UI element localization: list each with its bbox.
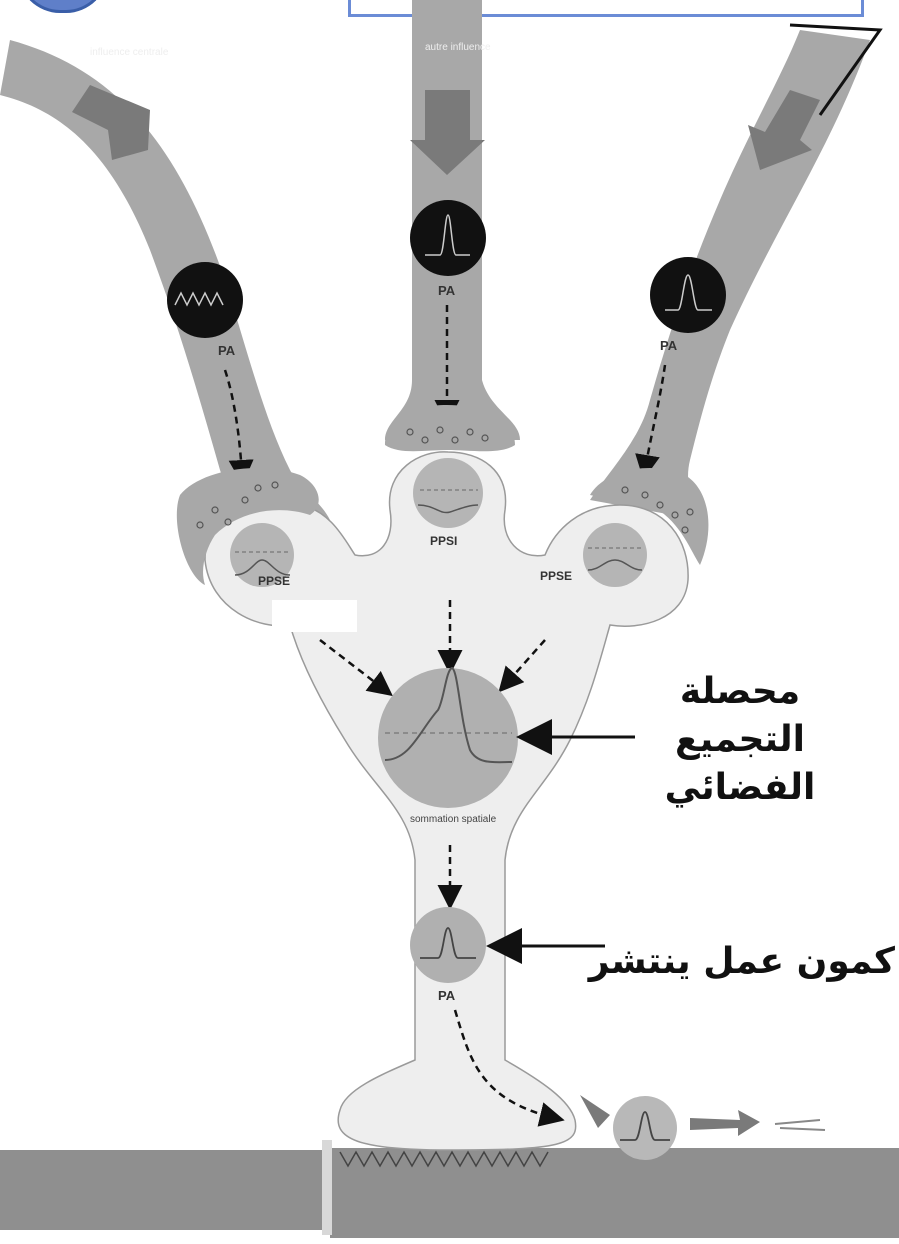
- spatial-label-line-1: محصلة: [650, 668, 830, 716]
- influence-label-center: autre influence: [425, 42, 491, 53]
- muscle-arrow-in: [580, 1095, 610, 1128]
- knob-center: [410, 200, 486, 276]
- spatial-summation-label: محصلة التجميع الفضائي: [650, 668, 830, 812]
- pa-label-right: PA: [660, 338, 678, 353]
- muscle-ap-circle: [613, 1096, 677, 1160]
- summation-label: sommation spatiale: [410, 814, 497, 825]
- muscle-fiber-left: [0, 1150, 330, 1230]
- muscle-arrow-out: [690, 1110, 760, 1136]
- knob-left: [167, 262, 243, 338]
- ppse-label-left: PPSE: [258, 574, 290, 588]
- pa-label-axon: PA: [438, 988, 456, 1003]
- spatial-label-line-2: التجميع: [650, 716, 830, 764]
- ppsi-circle: [413, 458, 483, 528]
- spatial-label-line-3: الفضائي: [650, 764, 830, 812]
- pa-label-left: PA: [218, 343, 236, 358]
- ppsi-label: PPSI: [430, 534, 457, 548]
- influence-label-left: influence centrale: [90, 47, 169, 58]
- pa-label-center: PA: [438, 283, 456, 298]
- propagating-ap-label: كمون عمل ينتشر: [605, 938, 895, 986]
- axon-left: [0, 40, 330, 540]
- label-mask: [272, 600, 357, 632]
- ppse-label-right: PPSE: [540, 569, 572, 583]
- muscle-propagation-lines: [775, 1120, 825, 1130]
- muscle-gap: [322, 1140, 332, 1235]
- summation-circle: [378, 668, 518, 808]
- muscle-mask: [830, 1118, 899, 1146]
- knob-right: [650, 257, 726, 333]
- ap-circle: [410, 907, 486, 983]
- ppse-circle-right: [583, 523, 647, 587]
